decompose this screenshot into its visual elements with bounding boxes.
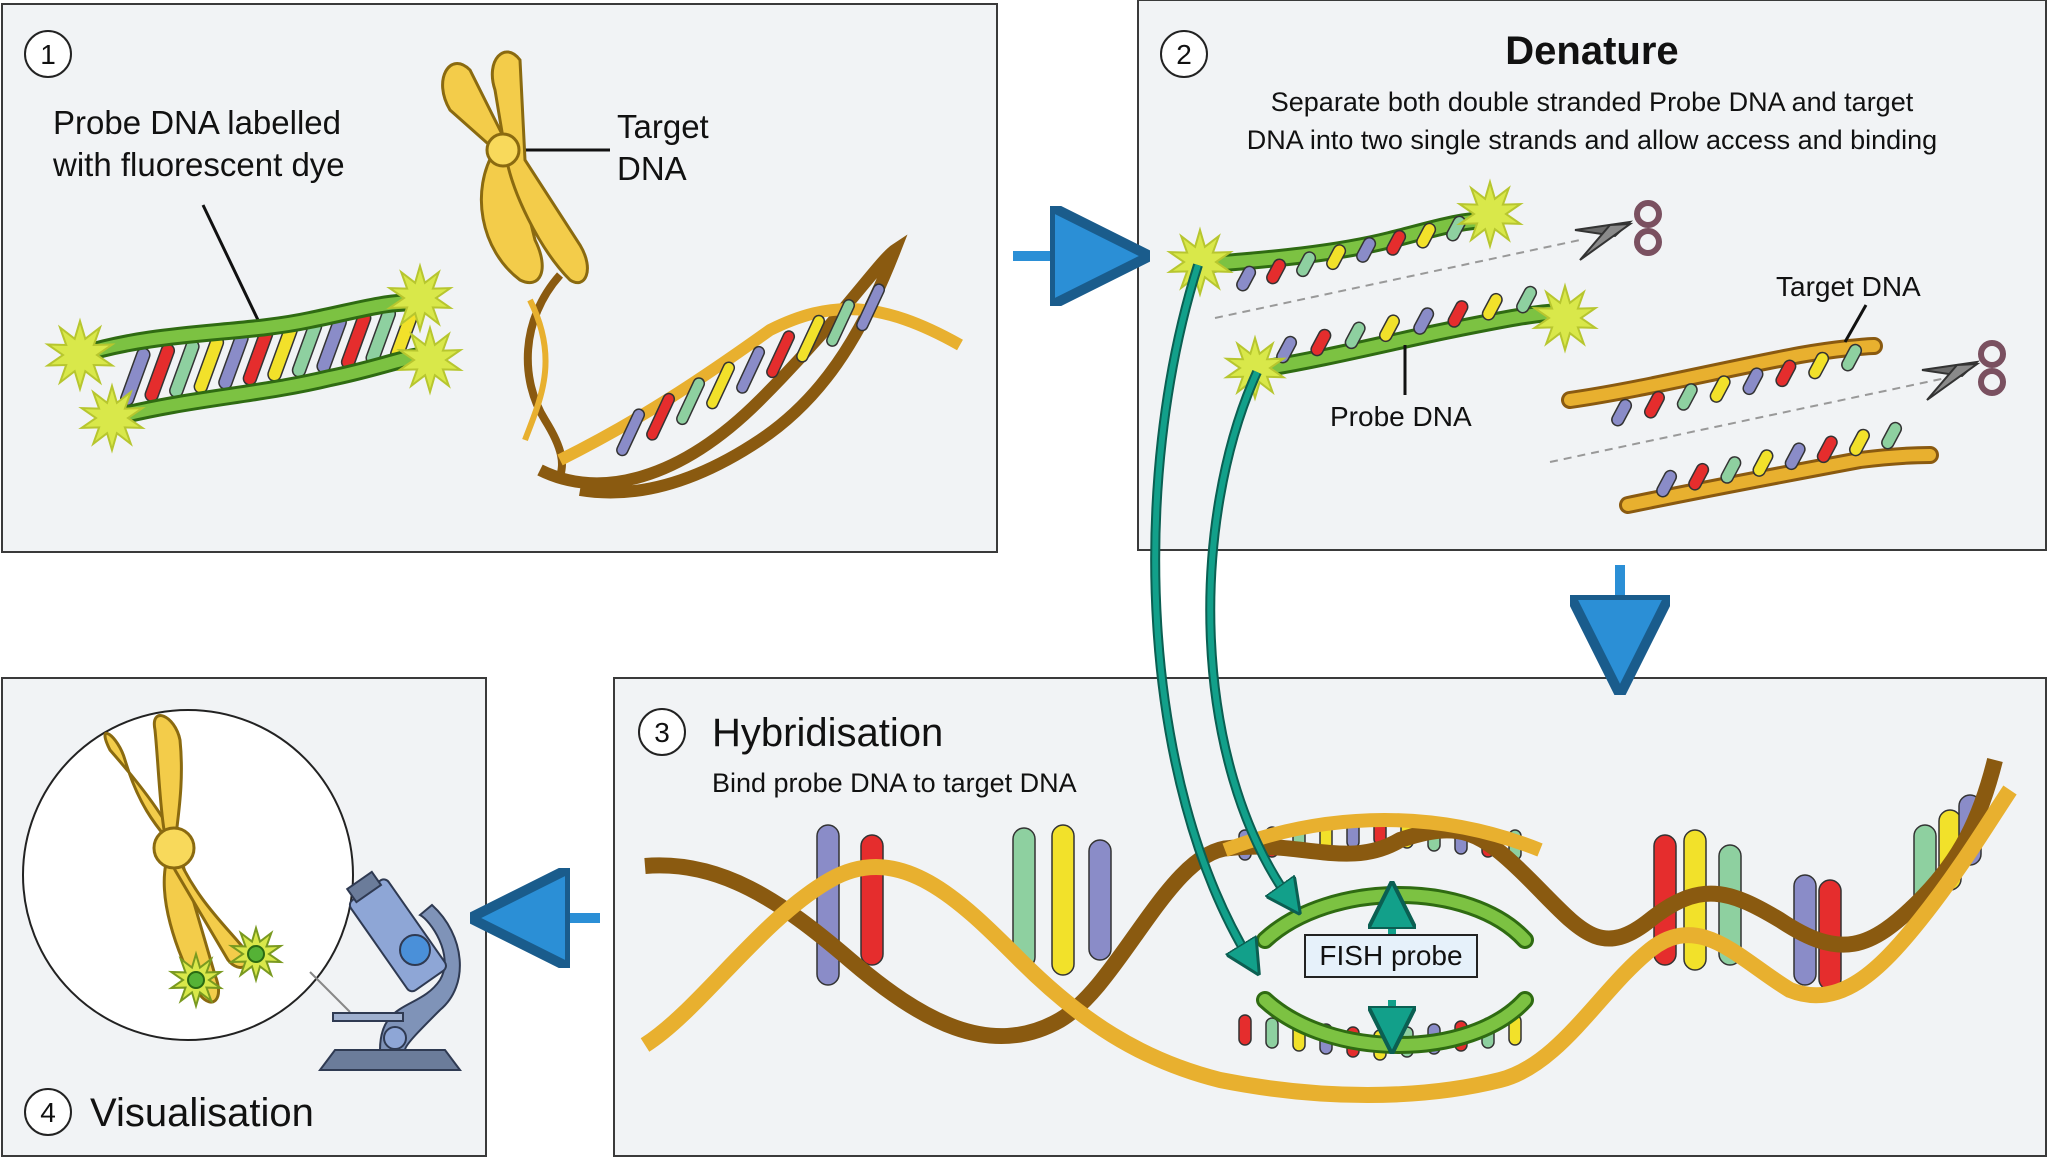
fish-probe-label: FISH probe xyxy=(1319,940,1462,971)
step-3-desc: Bind probe DNA to target DNA xyxy=(712,768,1077,798)
base-pair xyxy=(860,834,884,966)
base-pair xyxy=(766,330,796,379)
step-1-badge xyxy=(24,30,72,78)
base-pair xyxy=(1881,421,1903,450)
base-pair xyxy=(1752,449,1774,477)
base-pair xyxy=(856,283,886,332)
step-2-badge xyxy=(1160,30,1208,78)
base-pair xyxy=(1088,839,1112,961)
base-pair xyxy=(1326,244,1347,271)
target-label-line1: Target xyxy=(617,108,709,145)
base-pair xyxy=(1656,469,1678,498)
base-pair xyxy=(1265,1017,1279,1049)
step-1: 1 Probe DNA labelled with fluorescent dy… xyxy=(24,30,963,499)
base-pair xyxy=(1356,236,1377,263)
fish-probe-box xyxy=(1304,934,1478,978)
chromosome-icon xyxy=(441,50,589,284)
scissors-icon xyxy=(1921,340,2006,401)
base-pair xyxy=(1676,383,1698,411)
base-pair xyxy=(616,408,646,457)
chromosome-icon xyxy=(103,714,250,1004)
base-pair xyxy=(1742,367,1764,396)
step-2-number: 2 xyxy=(1176,39,1192,70)
base-pair xyxy=(1848,428,1870,457)
base-pair xyxy=(1266,258,1287,285)
base-pair xyxy=(676,377,706,426)
step-4-badge xyxy=(24,1088,72,1136)
base-pair xyxy=(736,345,766,394)
base-pair xyxy=(1238,1014,1252,1046)
base-pair xyxy=(706,361,736,410)
base-pair xyxy=(1516,285,1538,314)
probe-dna-label: Probe DNA xyxy=(1330,401,1472,432)
base-pair xyxy=(1611,398,1633,427)
base-pair xyxy=(1386,229,1407,256)
base-pair xyxy=(1296,251,1317,278)
base-pair xyxy=(1236,265,1257,292)
step-3-title: Hybridisation xyxy=(712,711,943,755)
step-3-badge xyxy=(638,708,686,756)
base-pair xyxy=(1643,390,1665,419)
step-2-title: Denature xyxy=(1505,29,1678,73)
fluorescent-dye-icon xyxy=(1531,282,1599,354)
probe-leader-line xyxy=(201,204,260,321)
step-2: 2 Denature Separate both double stranded… xyxy=(1160,29,2006,514)
scissors-icon xyxy=(1574,200,1662,261)
base-pair xyxy=(1344,321,1366,350)
base-pair xyxy=(1816,435,1838,464)
step-2-desc-line1: Separate both double stranded Probe DNA … xyxy=(1271,87,1914,117)
base-pair xyxy=(1688,462,1710,491)
base-pair xyxy=(796,314,826,363)
step-4-title: Visualisation xyxy=(90,1091,314,1135)
fluorescent-dye-icon xyxy=(44,262,464,454)
base-pair xyxy=(826,299,856,347)
step-4: 4 Visualisation xyxy=(22,709,462,1136)
base-pair xyxy=(1808,351,1830,380)
target-dna-helix-step1 xyxy=(522,234,963,499)
probe-dna-double-strand xyxy=(71,293,439,427)
fluorescent-dye-icon xyxy=(1456,178,1524,250)
base-pair xyxy=(1481,292,1503,321)
fluorescent-dye-icon xyxy=(1166,226,1234,298)
base-pair xyxy=(1784,442,1806,471)
step-4-number: 4 xyxy=(40,1097,56,1128)
base-pair xyxy=(1447,300,1469,328)
step-2-desc-line2: DNA into two single strands and allow ac… xyxy=(1247,125,1937,155)
probe-label-line2: with fluorescent dye xyxy=(52,146,345,183)
base-pair xyxy=(1310,328,1332,357)
step-3-number: 3 xyxy=(654,717,670,748)
step-3: 3 Hybridisation Bind probe DNA to target… xyxy=(638,708,2017,1103)
microscope-icon xyxy=(318,870,462,1071)
base-pair xyxy=(646,392,676,441)
base-pair xyxy=(1709,375,1731,403)
base-pair xyxy=(1720,456,1742,484)
base-pair xyxy=(1775,359,1797,388)
step-1-number: 1 xyxy=(40,39,56,70)
base-pair xyxy=(1413,307,1435,335)
target-dna-label: Target DNA xyxy=(1776,271,1921,302)
base-pair xyxy=(816,824,840,986)
cut-line-probe xyxy=(1214,239,1581,319)
probe-label-line1: Probe DNA labelled xyxy=(53,104,341,141)
base-pair xyxy=(1841,343,1863,372)
base-pair xyxy=(1378,314,1400,343)
base-pair xyxy=(1051,824,1075,976)
target-label-line2: DNA xyxy=(617,150,687,187)
target-dna-helix-step3 xyxy=(640,758,2017,1103)
base-pair xyxy=(1416,222,1437,249)
fluorescent-dye-icon xyxy=(1223,334,1287,402)
